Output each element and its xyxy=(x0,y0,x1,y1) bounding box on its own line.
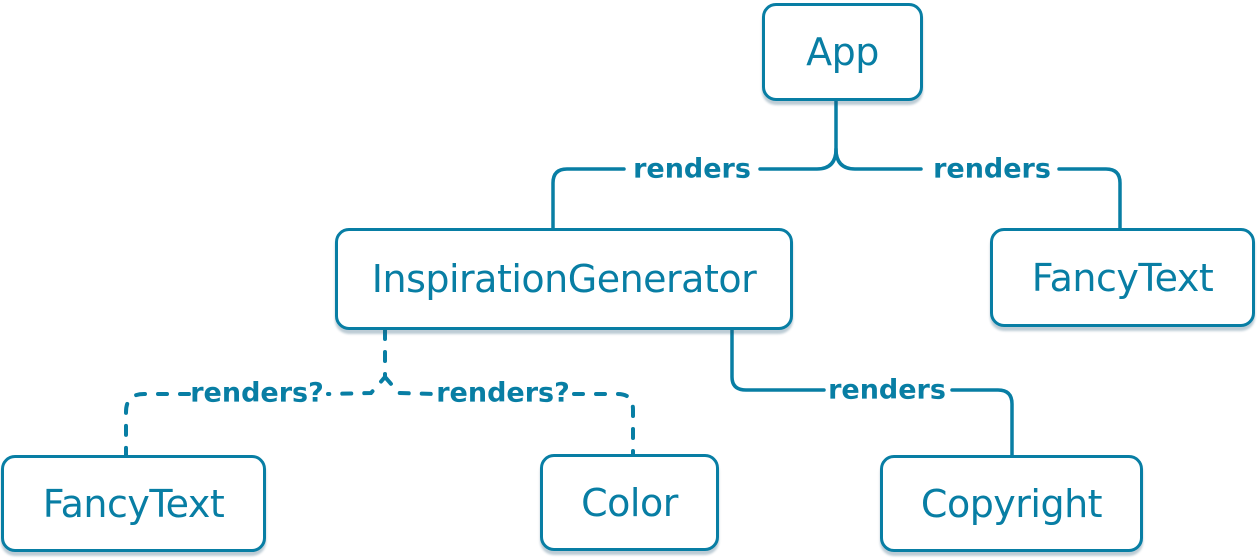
edge-inspirationgenerator-fancytext-tail xyxy=(124,392,191,457)
edge-label-renders-app-fancytext: renders xyxy=(933,154,1051,185)
edge-inspirationgenerator-color-stub xyxy=(383,375,435,396)
edge-label-renders-inspirationgenerator-fancytext: renders? xyxy=(190,378,324,409)
edge-inspirationgenerator-fancytext-stem xyxy=(326,328,387,396)
edge-inspirationgenerator-color-tail xyxy=(572,392,635,456)
node-fancy-text-top: FancyText xyxy=(990,228,1255,327)
node-label: App xyxy=(806,30,879,74)
node-label: Copyright xyxy=(920,481,1103,526)
edge-app-inspirationgenerator-left-segment xyxy=(551,167,626,230)
node-inspiration-generator: InspirationGenerator xyxy=(335,228,793,330)
edge-label-renders-inspirationgenerator-copyright: renders xyxy=(828,375,946,406)
node-label: FancyText xyxy=(42,481,225,526)
edge-app-inspirationgenerator-right-segment xyxy=(758,99,838,171)
edge-label-renders-inspirationgenerator-color: renders? xyxy=(436,378,570,409)
edge-app-fancytext-left-segment xyxy=(834,147,923,171)
edge-inspirationgenerator-copyright-right-segment xyxy=(950,388,1014,457)
node-label: Color xyxy=(581,480,678,525)
node-app: App xyxy=(762,3,923,101)
edge-app-fancytext-right-segment xyxy=(1057,167,1122,230)
node-color: Color xyxy=(540,454,719,551)
node-fancy-text-bottom: FancyText xyxy=(1,455,266,552)
node-copyright: Copyright xyxy=(880,455,1143,552)
node-label: FancyText xyxy=(1031,255,1214,300)
edge-label-renders-app-inspirationgenerator: renders xyxy=(633,154,751,185)
edge-inspirationgenerator-copyright-left-segment xyxy=(730,328,826,392)
node-label: InspirationGenerator xyxy=(371,257,757,301)
